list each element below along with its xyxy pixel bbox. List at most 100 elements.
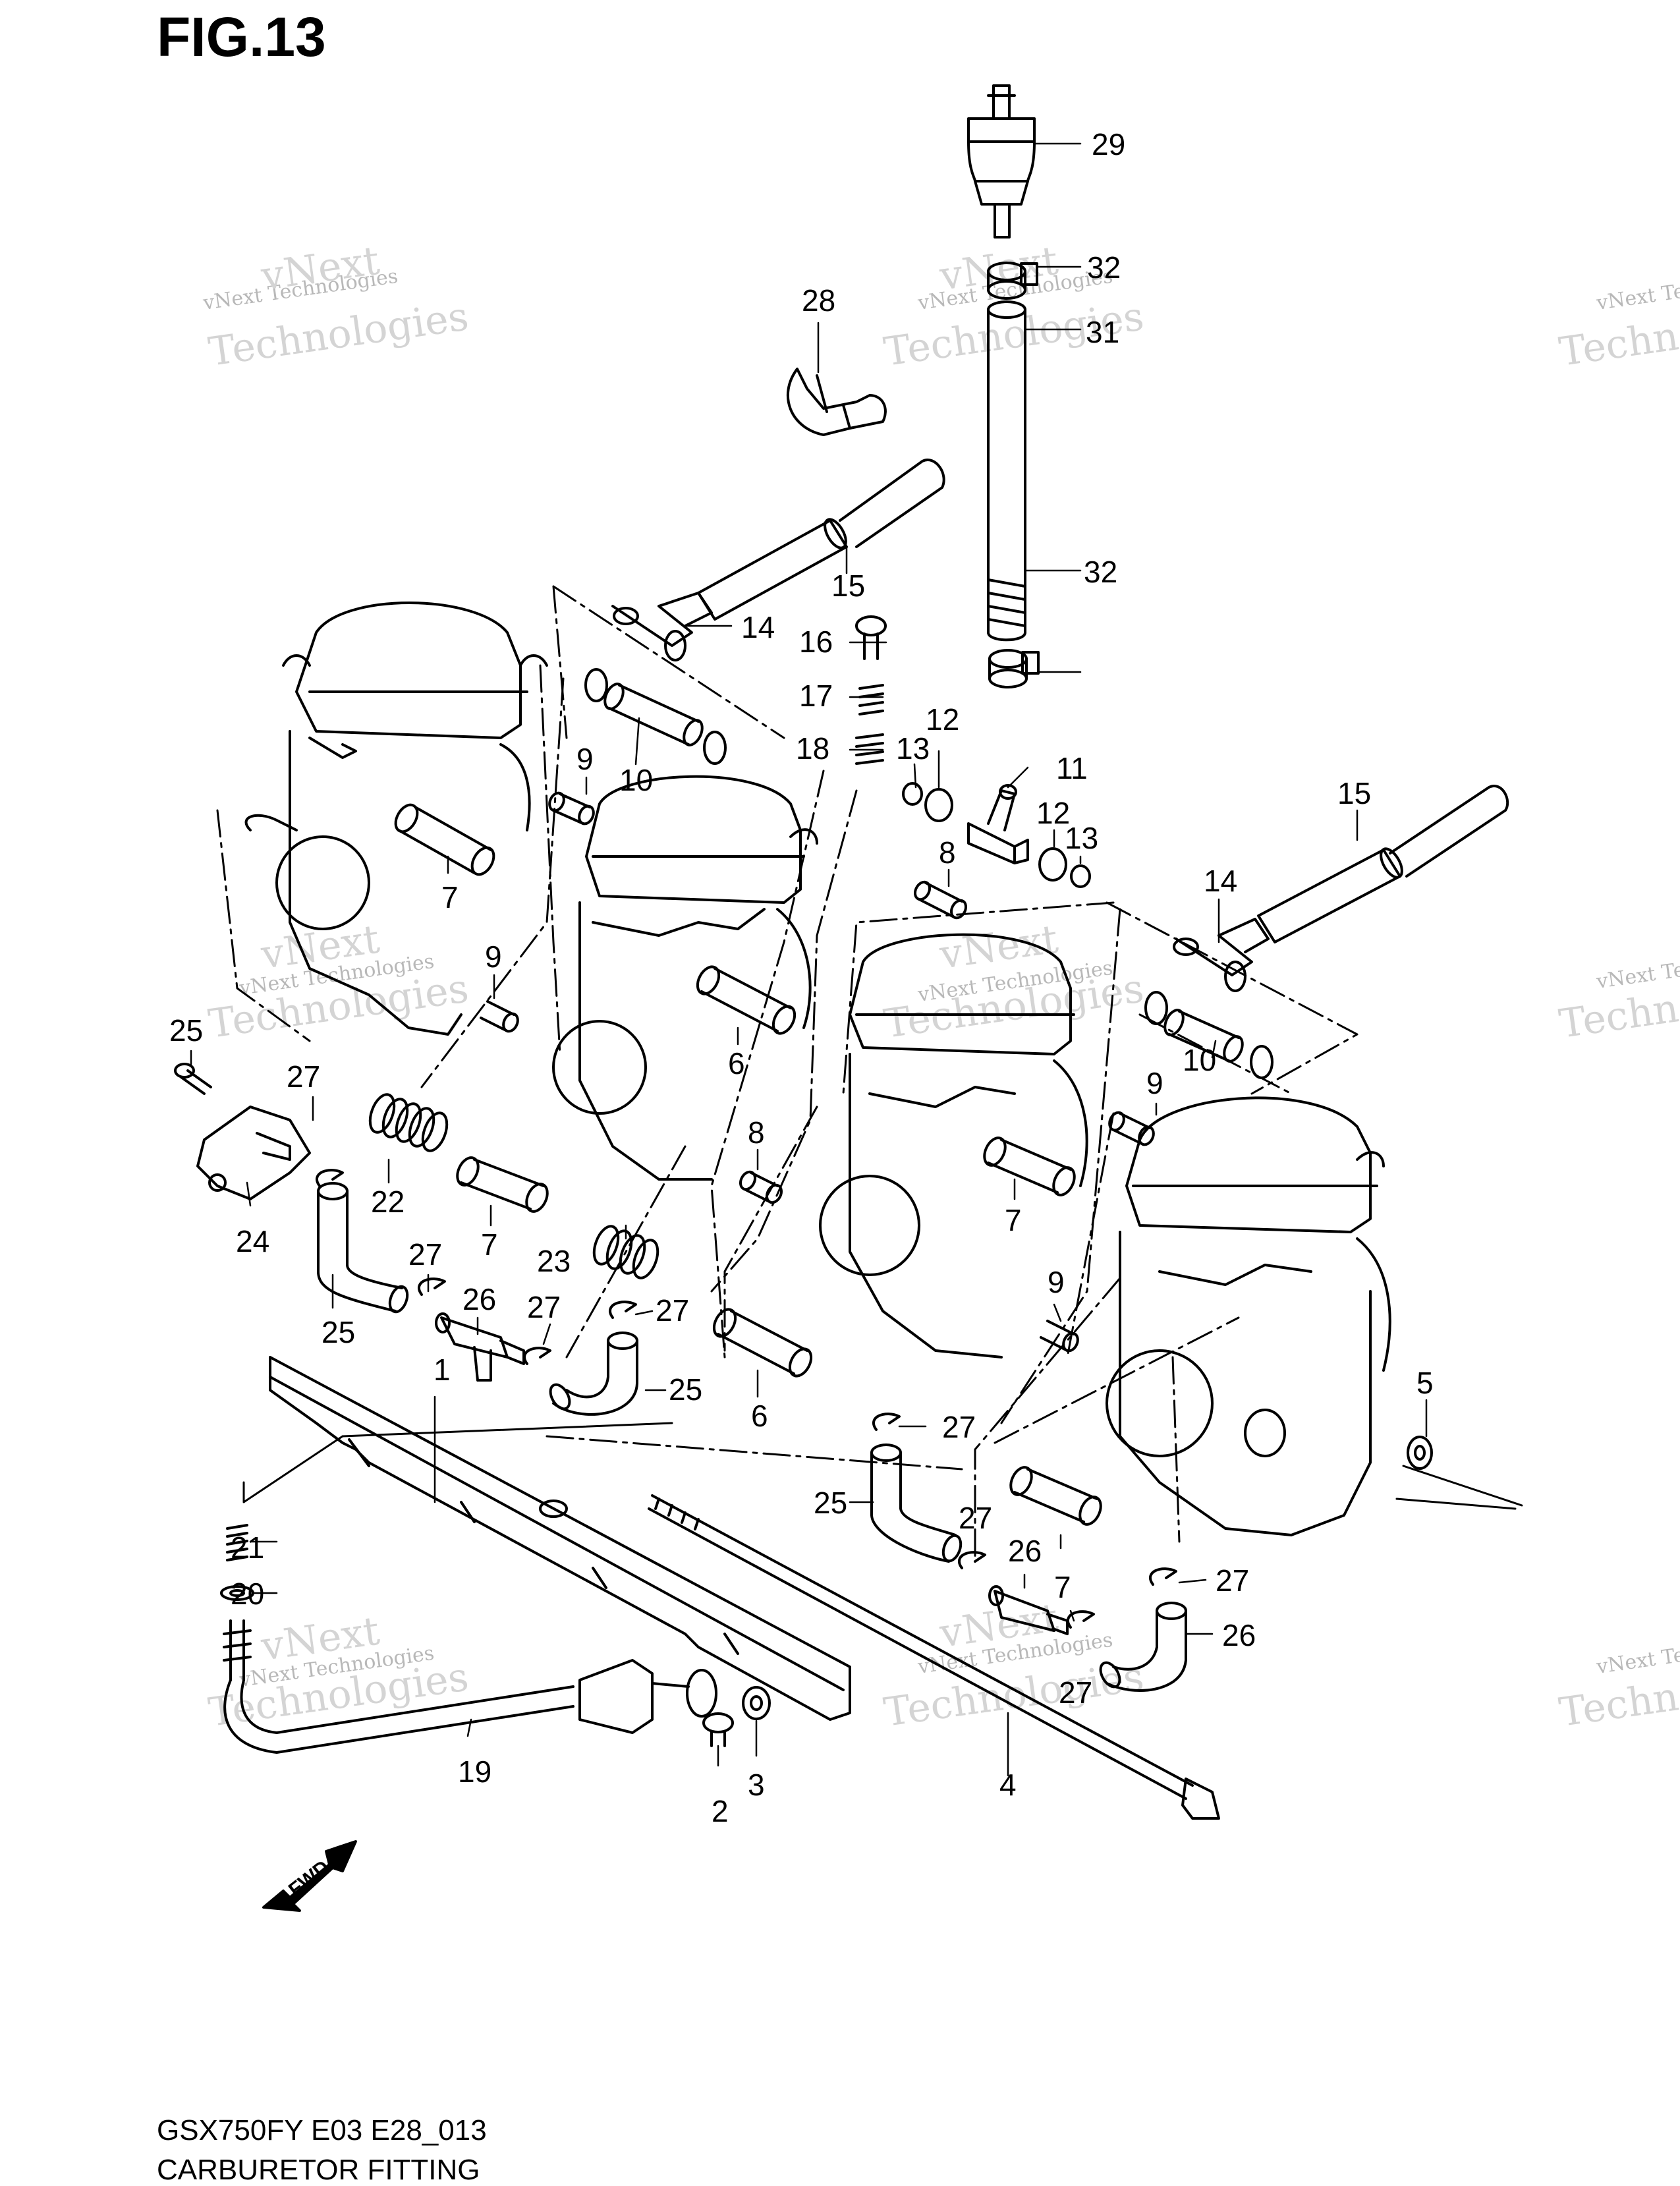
watermark-text: vNext Technologies bbox=[1594, 265, 1680, 315]
hose-part-25 bbox=[549, 1331, 638, 1416]
cap-part-12 bbox=[924, 788, 1067, 882]
callout-28: 28 bbox=[802, 283, 835, 318]
callout-27: 27 bbox=[959, 1501, 992, 1535]
callout-18: 18 bbox=[796, 731, 829, 766]
callout-1: 1 bbox=[434, 1353, 451, 1387]
hose-part-6 bbox=[712, 1308, 813, 1378]
t-joint-part-14 bbox=[611, 592, 713, 661]
callout-27: 27 bbox=[1059, 1675, 1092, 1710]
callout-9: 9 bbox=[1146, 1066, 1163, 1100]
watermark-text: vNext Technologies bbox=[1594, 1629, 1680, 1679]
callout-9: 9 bbox=[576, 742, 594, 776]
hose-part-10 bbox=[584, 668, 727, 765]
callout-24: 25 bbox=[169, 1013, 203, 1048]
callout-27: 27 bbox=[942, 1410, 976, 1444]
section-name: CARBURETOR FITTING bbox=[157, 2154, 480, 2186]
washer-part-13 bbox=[902, 782, 1091, 888]
fuel-hose-part-31 bbox=[987, 300, 1026, 642]
callout-30: 31 bbox=[1086, 315, 1119, 349]
callout-22: 22 bbox=[371, 1185, 405, 1219]
callout-12: 12 bbox=[1036, 796, 1070, 830]
callout-16: 16 bbox=[799, 625, 833, 659]
spring-part-21 bbox=[226, 1524, 248, 1561]
hose-part-8 bbox=[739, 1170, 783, 1204]
callout-22: 23 bbox=[537, 1244, 571, 1278]
callout-20: 20 bbox=[231, 1577, 264, 1611]
hose-part-9 bbox=[1040, 1320, 1079, 1353]
hose-part-25 bbox=[317, 1182, 409, 1314]
spring-part-22 bbox=[368, 1093, 449, 1152]
bolt-part-2 bbox=[702, 1712, 734, 1747]
hose-part-7 bbox=[456, 1156, 549, 1213]
callout-2: 2 bbox=[712, 1794, 729, 1828]
hose-part-6 bbox=[696, 965, 797, 1035]
callout-29: 29 bbox=[1092, 127, 1125, 161]
callout-23: 24 bbox=[236, 1224, 269, 1258]
callout-6: 6 bbox=[751, 1399, 768, 1433]
fitting-part-26 bbox=[988, 1585, 1069, 1635]
callout-27: 27 bbox=[656, 1293, 689, 1328]
callout-14: 14 bbox=[741, 610, 775, 644]
clip-part-27 bbox=[316, 1169, 1177, 1629]
callout-7: 7 bbox=[1054, 1570, 1071, 1604]
fwd-arrow-icon: FWD bbox=[262, 1840, 357, 1912]
sensor-part-23 bbox=[196, 1106, 311, 1200]
callout-21: 21 bbox=[231, 1530, 264, 1565]
callout-3: 3 bbox=[748, 1768, 765, 1802]
callout-4: 4 bbox=[999, 1768, 1017, 1802]
mounting-plate-part-1 bbox=[269, 1356, 851, 1721]
hose-part-7 bbox=[983, 1136, 1076, 1196]
fuel-hose-part-15 bbox=[697, 459, 945, 621]
leader-lines bbox=[190, 142, 1428, 1777]
callout-7: 7 bbox=[1005, 1203, 1022, 1237]
callout-11: 11 bbox=[1056, 751, 1088, 785]
carburetor-body bbox=[1106, 1096, 1391, 1536]
callout-10: 10 bbox=[1183, 1043, 1216, 1077]
callout-27: 27 bbox=[527, 1290, 561, 1324]
callout-25: 26 bbox=[1222, 1618, 1256, 1652]
callout-9: 9 bbox=[485, 939, 502, 974]
callout-15: 15 bbox=[1337, 776, 1371, 810]
hose-part-7 bbox=[394, 803, 495, 876]
spring-part-18 bbox=[855, 733, 884, 765]
hose-clamp-part-32 bbox=[988, 649, 1040, 688]
screw-part-24 bbox=[174, 1063, 212, 1095]
carburetor-body bbox=[819, 933, 1088, 1359]
callout-25: 25 bbox=[669, 1372, 702, 1407]
callout-7: 7 bbox=[481, 1227, 498, 1262]
callout-19: 19 bbox=[458, 1754, 491, 1789]
long-bolt-part-4 bbox=[648, 1494, 1220, 1820]
washer-part-5 bbox=[1407, 1436, 1433, 1470]
callout-8: 8 bbox=[748, 1115, 765, 1150]
hose-clip-part-28 bbox=[786, 368, 887, 436]
callout-26: 26 bbox=[1008, 1534, 1042, 1568]
callout-25: 25 bbox=[814, 1486, 847, 1520]
callout-13: 13 bbox=[1065, 821, 1098, 855]
fuel-t-joint-part-11 bbox=[967, 784, 1029, 864]
callout-27: 27 bbox=[1216, 1563, 1249, 1598]
watermark: Technologies vNext Technologies vNext Te… bbox=[201, 238, 1680, 1736]
callout-12: 12 bbox=[926, 702, 959, 737]
callout-7: 7 bbox=[441, 880, 459, 914]
callout-6: 6 bbox=[728, 1046, 745, 1080]
fuel-filter-part-29 bbox=[967, 84, 1036, 238]
callout-31: 32 bbox=[1084, 555, 1117, 589]
model-code: GSX750FY E03 E28_013 bbox=[157, 2114, 487, 2146]
callout-26: 26 bbox=[462, 1282, 496, 1316]
callout-9: 9 bbox=[1048, 1265, 1065, 1299]
spring-part-17 bbox=[858, 684, 884, 715]
hose-part-9 bbox=[548, 791, 595, 826]
callout-8: 8 bbox=[939, 835, 956, 870]
fuel-hose-part-15 bbox=[1257, 785, 1509, 943]
hose-part-25 bbox=[1099, 1602, 1187, 1692]
callout-13: 13 bbox=[896, 731, 930, 766]
assembly-guide-lines bbox=[216, 585, 1358, 1563]
callout-25: 25 bbox=[322, 1315, 355, 1349]
callout-17: 17 bbox=[799, 679, 833, 713]
adjuster-cable-part-19 bbox=[223, 1619, 717, 1754]
hose-part-25 bbox=[870, 1443, 963, 1563]
carburetor-body bbox=[244, 602, 548, 1036]
callout-32: 32 bbox=[1087, 250, 1121, 285]
callout-labels: 29 32 31 28 32 15 14 16 17 12 18 13 9 10… bbox=[169, 127, 1434, 1828]
callout-14: 14 bbox=[1204, 864, 1237, 898]
